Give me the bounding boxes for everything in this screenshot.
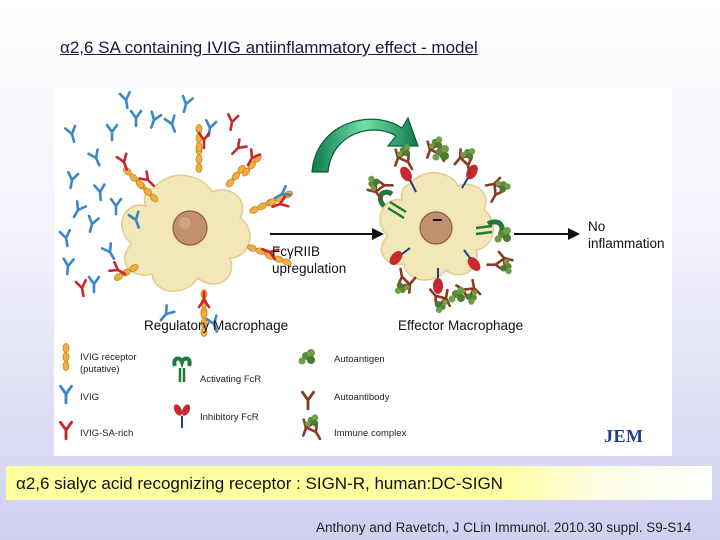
fcgriib-label-line1: FcγRIIB xyxy=(272,244,321,259)
regulatory-macrophage-label: Regulatory Macrophage xyxy=(144,318,289,333)
arrow-fcgriib xyxy=(270,228,384,240)
slide-title: α2,6 SA containing IVIG antiinflammatory… xyxy=(60,38,478,57)
legend-symbols xyxy=(59,343,325,442)
figure-panel: Regulatory Macrophage Effector Macrophag… xyxy=(54,88,672,456)
activating-fcr-effector xyxy=(377,189,505,236)
citation: Anthony and Ravetch, J CLin Immunol. 201… xyxy=(316,520,692,535)
arrow-no-inflammation xyxy=(514,228,580,240)
legend-ivig-sa-rich: IVIG-SA-rich xyxy=(80,428,134,439)
inhibitory-fcr-effector xyxy=(389,164,481,294)
inhibitory-sign: − xyxy=(432,210,443,230)
legend-autoantigen: Autoantigen xyxy=(334,354,385,365)
fcgriib-label-line2: upregulation xyxy=(272,261,347,276)
no-inflammation-line2: inflammation xyxy=(588,236,665,251)
effector-macrophage xyxy=(379,172,494,281)
legend-ivig-receptor-line2: (putative) xyxy=(80,364,120,375)
no-inflammation-line1: No xyxy=(588,219,606,234)
legend-ivig: IVIG xyxy=(80,392,100,403)
effector-macrophage-label: Effector Macrophage xyxy=(398,318,524,333)
legend-autoantibody: Autoantibody xyxy=(334,392,390,403)
legend-ivig-receptor-line1: IVIG receptor xyxy=(80,352,137,363)
legend-inhibitory-fcr: Inhibitory FcR xyxy=(200,412,259,423)
regulatory-macrophage xyxy=(121,174,251,292)
sialic-acid-receptor-banner: α2,6 sialyc acid recognizing receptor : … xyxy=(6,466,712,500)
model-diagram xyxy=(58,90,580,456)
jem-logo: JEM xyxy=(604,426,644,446)
banner-text: α2,6 sialyc acid recognizing receptor : … xyxy=(16,474,503,493)
curved-arrow xyxy=(311,116,419,173)
legend-activating-fcr: Activating FcR xyxy=(200,374,262,385)
legend-immune-complex: Immune complex xyxy=(334,428,407,439)
